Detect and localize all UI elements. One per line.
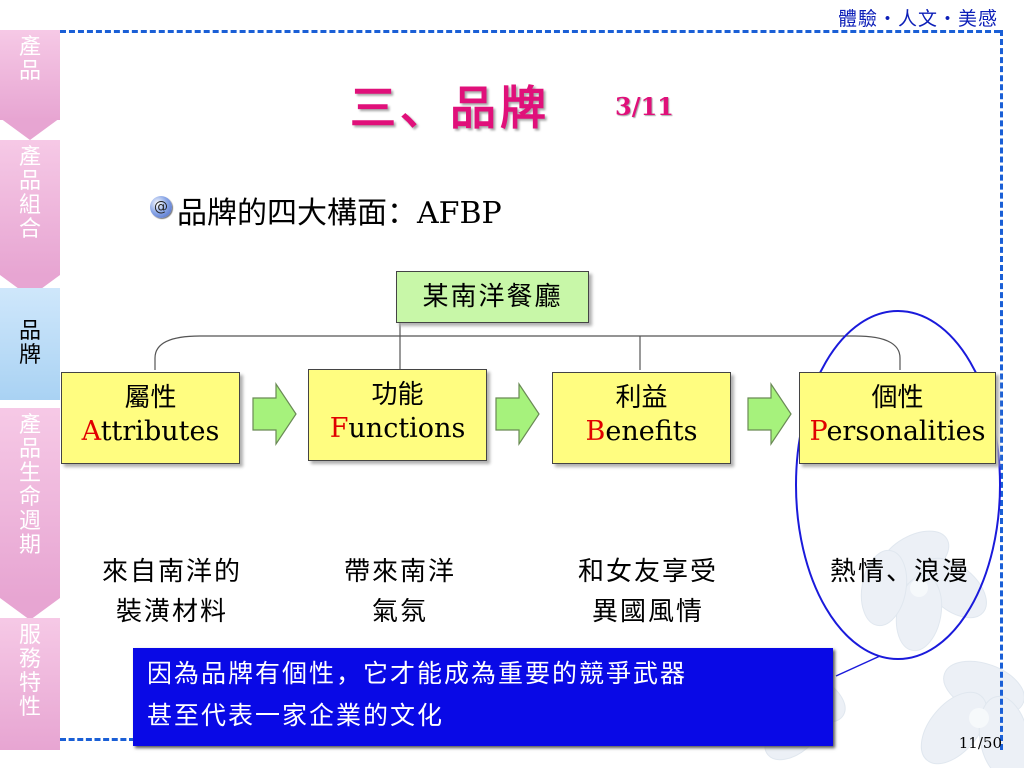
node-zh-label: 利益 <box>615 383 668 413</box>
node-en-rest: enefits <box>605 416 698 447</box>
tree-bracket-line <box>154 335 901 370</box>
arrow-right-icon <box>252 382 297 446</box>
header-slogan: 體驗・人文・美感 <box>837 8 998 30</box>
conclusion-note: 因為品牌有個性，它才能成為重要的競爭武器 甚至代表一家企業的文化 <box>133 648 833 746</box>
node-en-label: Personalities <box>800 415 995 449</box>
node-en-initial: A <box>81 416 101 447</box>
nav-item-product-lifecycle[interactable]: 產品生命週期 <box>0 408 60 598</box>
node-en-initial: P <box>809 416 827 447</box>
node-functions: 功能 Functions <box>308 369 487 461</box>
nav-item-label: 產品組合 <box>18 145 41 242</box>
nav-arrow-icon <box>0 598 60 620</box>
node-benefits: 利益 Benefits <box>552 372 731 464</box>
node-zh-label: 個性 <box>871 383 924 413</box>
title-page-indicator: 3/11 <box>615 92 674 121</box>
nav-item-service-characteristics[interactable]: 服務特性 <box>0 618 60 750</box>
desc-line: 和女友享受 <box>577 557 718 587</box>
page-title: 三、品牌 <box>350 81 550 135</box>
node-personalities: 個性 Personalities <box>799 372 996 464</box>
nav-item-product[interactable]: 產品 <box>0 30 60 120</box>
node-zh-label: 屬性 <box>124 383 177 413</box>
node-attributes: 屬性 Attributes <box>61 372 240 464</box>
nav-item-brand[interactable]: 品牌 <box>0 288 60 400</box>
desc-line: 帶來南洋 <box>343 557 456 587</box>
desc-line: 氣氛 <box>371 597 428 627</box>
node-en-rest: ersonalities <box>826 416 986 447</box>
node-zh-label: 功能 <box>371 380 424 410</box>
node-en-initial: F <box>329 413 349 444</box>
node-en-label: Functions <box>309 412 486 446</box>
nav-item-product-mix[interactable]: 產品組合 <box>0 140 60 275</box>
desc-functions: 帶來南洋 氣氛 <box>320 552 480 632</box>
desc-line: 裝潢材料 <box>115 597 228 627</box>
nav-item-label: 產品 <box>18 35 41 84</box>
note-line: 甚至代表一家企業的文化 <box>147 701 445 730</box>
node-en-initial: B <box>585 416 606 447</box>
desc-line: 來自南洋的 <box>101 557 242 587</box>
desc-line: 熱情、浪漫 <box>829 557 970 587</box>
nav-item-label: 品牌 <box>18 319 41 368</box>
callout-line <box>835 655 881 677</box>
nav-item-label: 產品生命週期 <box>18 413 41 558</box>
node-en-rest: ttributes <box>100 416 220 447</box>
bullet-text: 品牌的四大構面：AFBP <box>177 196 502 231</box>
root-node-restaurant: 某南洋餐廳 <box>396 271 589 323</box>
frame-top-border <box>60 30 1000 33</box>
frame-bottom-border <box>60 738 135 741</box>
nav-arrow-icon <box>0 118 60 140</box>
highlight-ellipse <box>795 310 1001 660</box>
node-en-label: Attributes <box>62 415 239 449</box>
at-sign-bullet-icon: @ <box>150 196 172 218</box>
arrow-right-icon <box>747 382 792 446</box>
desc-line: 異國風情 <box>591 597 704 627</box>
arrow-right-icon <box>495 382 540 446</box>
page-number: 11/50 <box>958 734 1002 752</box>
desc-personalities: 熱情、浪漫 <box>800 552 1000 592</box>
note-line: 因為品牌有個性，它才能成為重要的競爭武器 <box>147 659 688 688</box>
desc-attributes: 來自南洋的 裝潢材料 <box>72 552 272 632</box>
frame-right-border <box>1000 30 1003 750</box>
nav-item-label: 服務特性 <box>18 623 41 720</box>
desc-benefits: 和女友享受 異國風情 <box>548 552 748 632</box>
node-en-label: Benefits <box>553 415 730 449</box>
node-en-rest: unctions <box>348 413 466 444</box>
